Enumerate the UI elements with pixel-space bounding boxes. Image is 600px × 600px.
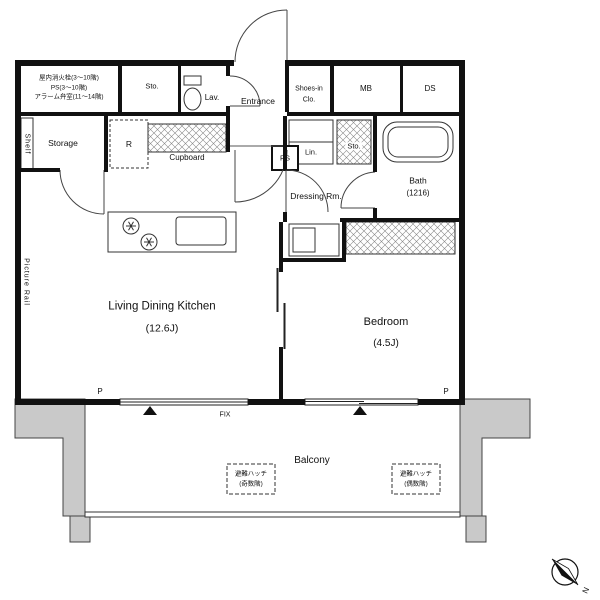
bath-name: Bath — [409, 175, 427, 186]
dressing-storage-label: Sto. — [345, 141, 363, 151]
hatch-odd-line-2: (奇数階) — [239, 480, 263, 487]
dressing-room-label: Dressing Rm. — [290, 190, 342, 201]
bedroom-label: Bedroom (4.5J) — [364, 314, 409, 351]
bedroom-closet-hatch — [345, 221, 456, 255]
shaft-line-1: 屋内消火栓(3〜10階) — [39, 74, 99, 82]
storage-closet-hatch — [336, 119, 372, 165]
washstand-icon — [288, 223, 340, 257]
sink-icon — [175, 216, 227, 246]
kitchen-counter — [107, 211, 237, 253]
bedroom-sliding-door — [276, 268, 286, 349]
linen-label: Lin. — [304, 147, 318, 157]
fix-window-label: FIX — [219, 411, 231, 419]
hatch-odd-line-1: 避難ハッチ — [235, 470, 267, 478]
linen-closet-outline — [288, 119, 334, 165]
storage-top-label: Sto. — [145, 81, 159, 91]
balcony-label: Balcony — [294, 455, 330, 466]
shoes-in-closet-label: Shoes-in Clo. — [295, 85, 323, 106]
fixtures — [20, 75, 456, 257]
toilet-icon — [183, 75, 202, 111]
lavatory-label: Lav. — [204, 93, 220, 102]
walls — [15, 60, 465, 405]
bath-label: Bath (1216) — [406, 175, 429, 200]
cupboard-hatch — [147, 123, 227, 153]
shaft-line-2: PS(3〜10階) — [50, 84, 88, 92]
cupboard-label: Cupboard — [167, 153, 207, 162]
balcony-wall-left — [14, 398, 91, 543]
evacuation-hatch-even-box — [391, 463, 441, 495]
picture-rail-label: Picture Rail — [22, 258, 30, 306]
duct-space-label: DS — [424, 84, 436, 93]
ps-duct-label: PS — [279, 153, 291, 163]
storage-room-label: Storage — [48, 137, 78, 148]
evacuation-hatch-even-label: 避難ハッチ (偶数階) — [400, 469, 432, 488]
shoes-line-2: Clo. — [302, 96, 316, 103]
balcony-railing — [84, 511, 461, 518]
evacuation-hatch-odd-box — [226, 463, 276, 495]
shelf-label: Shelf — [23, 133, 31, 155]
bedroom-sliding-window — [304, 398, 419, 406]
lavatory-door-arc — [229, 75, 261, 107]
hatch-even-line-2: (偶数階) — [404, 480, 428, 487]
bedroom-name: Bedroom — [363, 315, 409, 328]
bathtub-icon — [382, 121, 454, 163]
bath-size: (1216) — [406, 188, 430, 198]
refrigerator-label: R — [125, 138, 133, 149]
entrance-label: Entrance — [240, 95, 276, 106]
p-mark-right: P — [443, 387, 449, 396]
storage-door-arc — [59, 169, 105, 215]
ldk-name: Living Dining Kitchen — [108, 300, 216, 313]
ldk-size: (12.6J) — [145, 322, 179, 335]
hatch-even-line-1: 避難ハッチ — [400, 470, 432, 478]
entrance-door-arc — [234, 9, 288, 63]
bedroom-size: (4.5J) — [373, 337, 399, 349]
vent-triangle-left — [143, 406, 157, 415]
shoes-line-1: Shoes-in — [295, 85, 323, 93]
balcony-wall-right — [459, 398, 531, 543]
p-mark-left: P — [97, 387, 103, 396]
fire-hydrant-shaft-label: 屋内消火栓(3〜10階) PS(3〜10階) アラーム弁室(11〜14階) — [35, 74, 104, 103]
dressing-door-arc — [285, 169, 329, 213]
fix-window — [119, 398, 249, 406]
evacuation-hatch-odd-label: 避難ハッチ (奇数階) — [235, 469, 267, 488]
meter-box-label: MB — [360, 84, 372, 93]
ldk-label: Living Dining Kitchen (12.6J) — [108, 299, 215, 338]
vent-triangle-right — [353, 406, 367, 415]
compass-icon — [551, 558, 579, 586]
stove-icon — [122, 217, 158, 251]
shaft-line-3: アラーム弁室(11〜14階) — [34, 93, 104, 101]
bath-door-arc — [340, 171, 376, 209]
